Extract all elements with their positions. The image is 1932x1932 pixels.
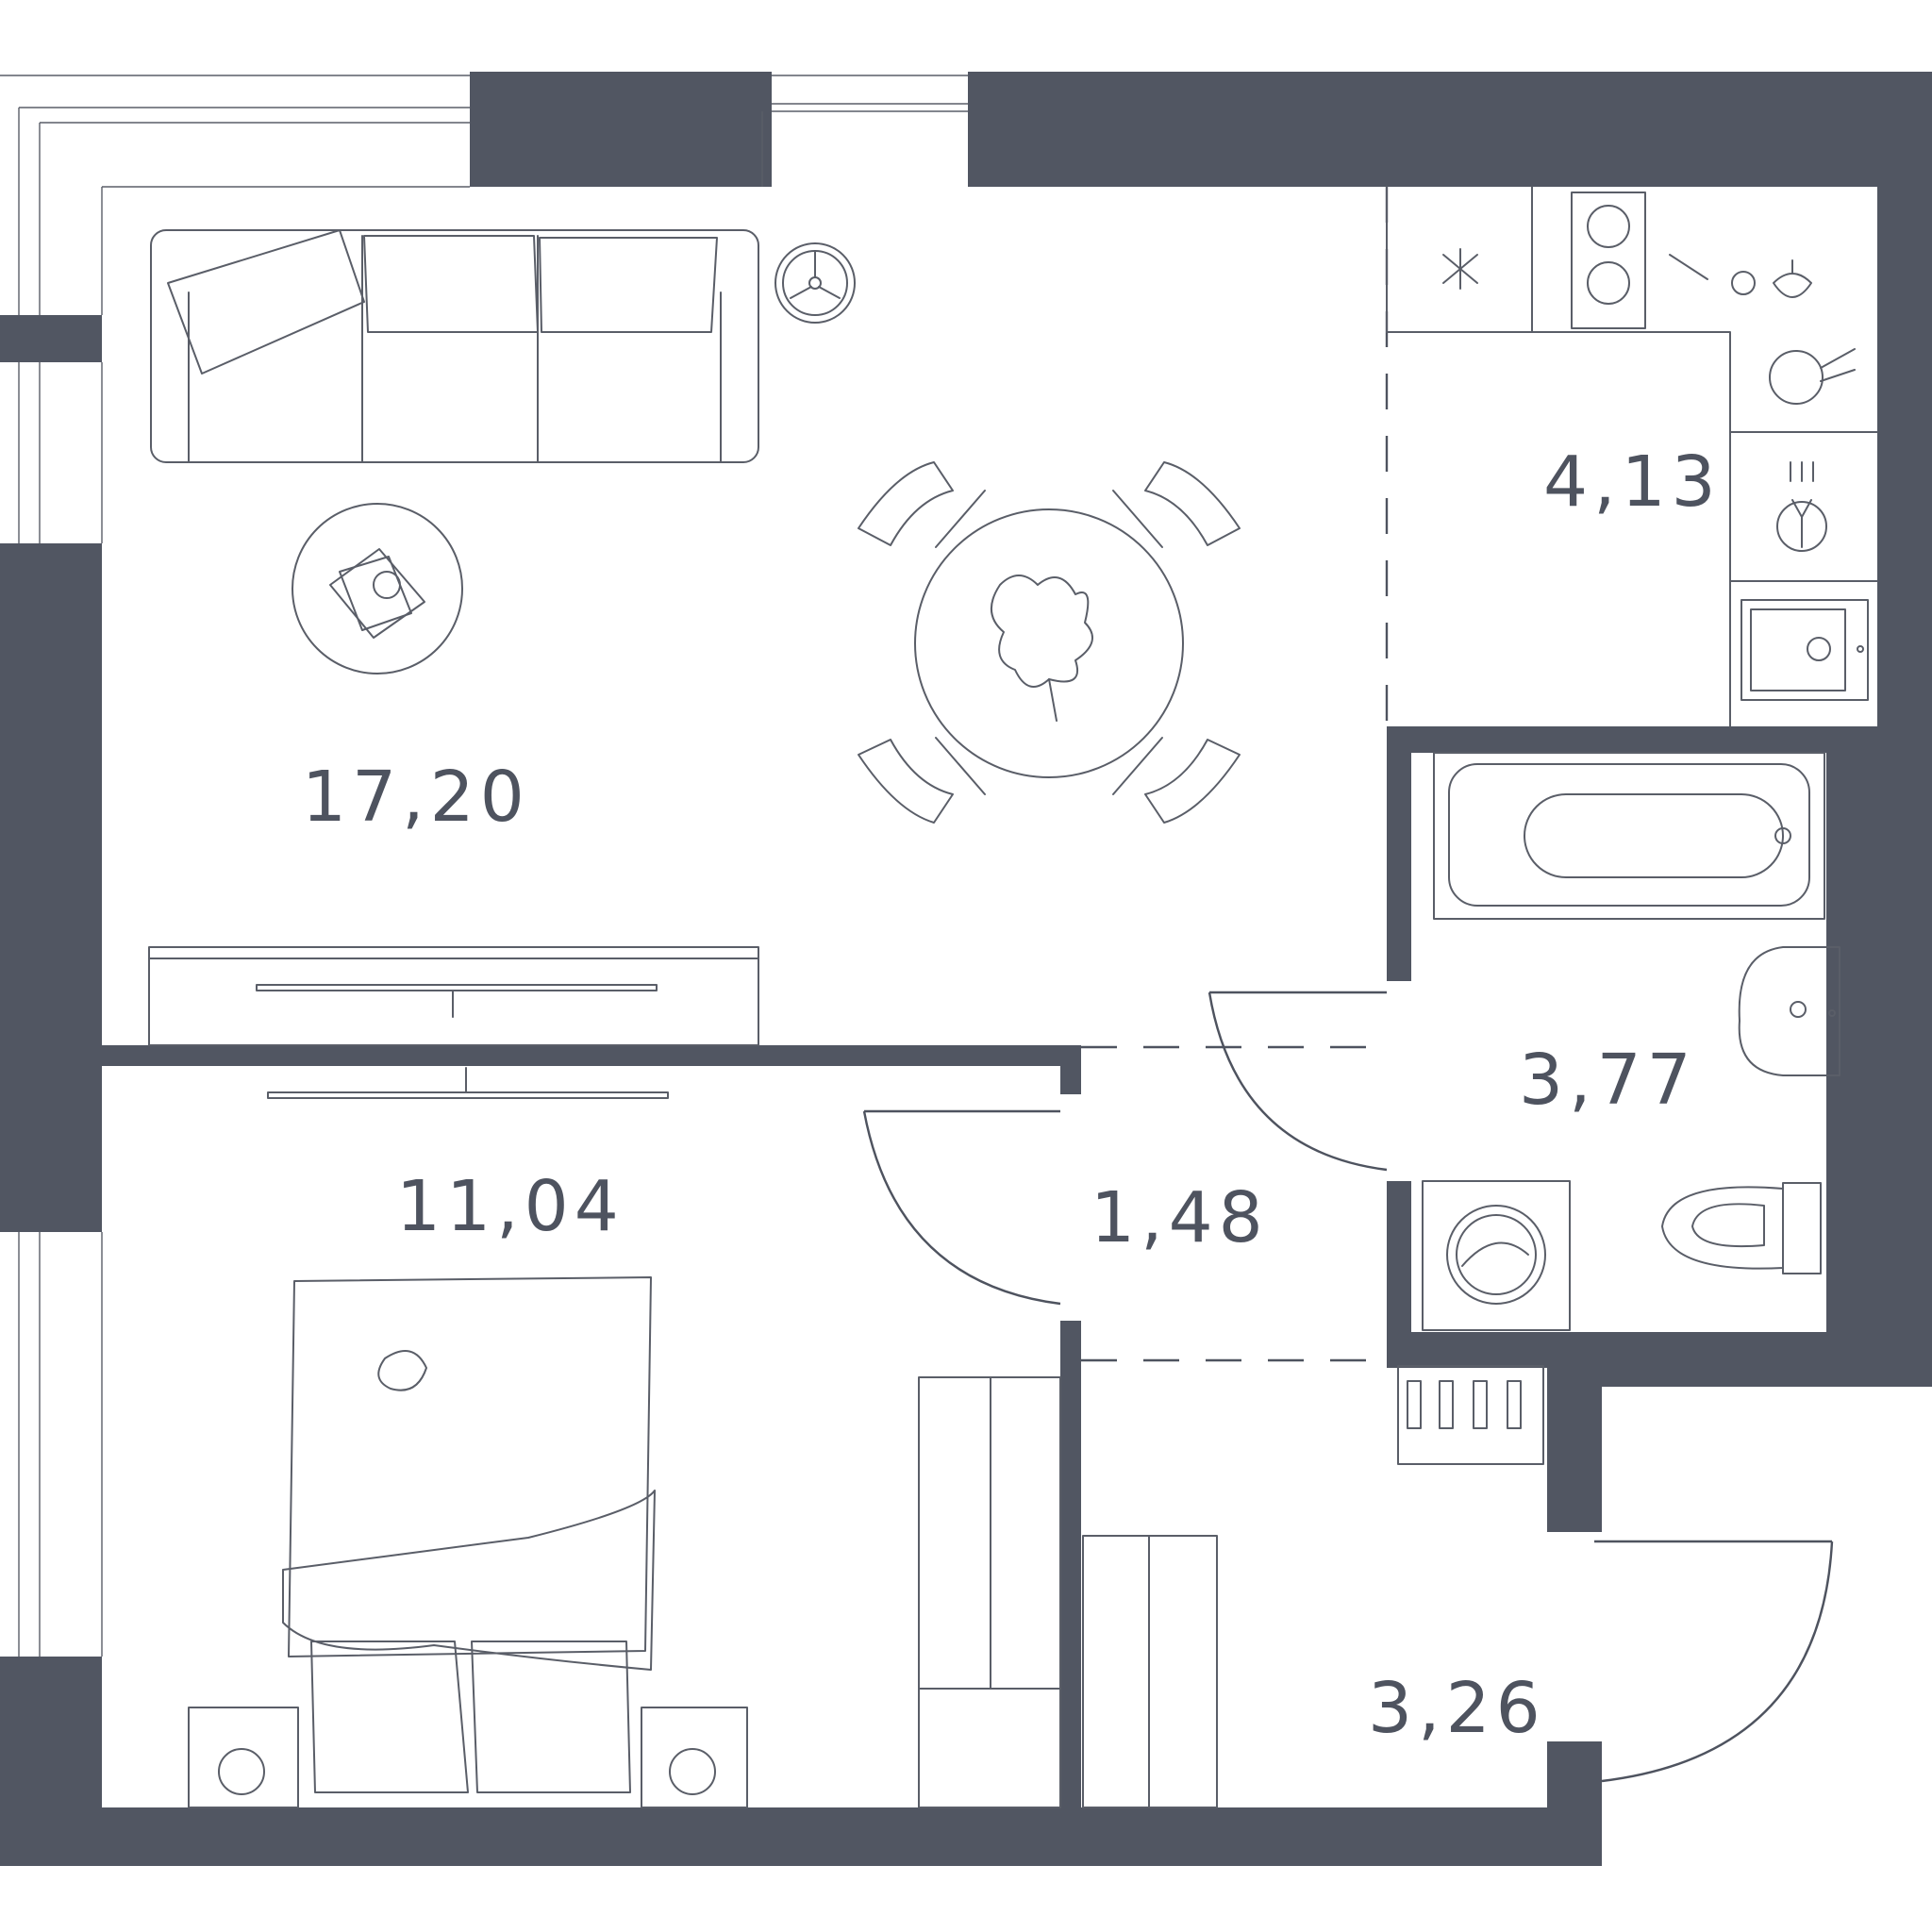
sofa-icon bbox=[150, 229, 759, 463]
room-area-bedroom: 11,04 bbox=[396, 1166, 625, 1247]
window-top-mid bbox=[761, 75, 968, 187]
wardrobe-icon bbox=[918, 1376, 1218, 1808]
bed-icon bbox=[282, 1276, 656, 1793]
shoe-rack-icon bbox=[1397, 1365, 1544, 1465]
wall-left-bottom bbox=[0, 1657, 102, 1866]
windows bbox=[0, 75, 968, 1657]
room-area-hall: 3,26 bbox=[1368, 1668, 1546, 1749]
tv-stand-icon bbox=[148, 946, 759, 1046]
window-corner-1 bbox=[18, 107, 470, 315]
wall-left-mid bbox=[0, 543, 102, 1232]
wall-bath-left-upper bbox=[1387, 726, 1411, 981]
door-bathroom-swing bbox=[1208, 991, 1388, 1172]
room-area-bathroom: 3,77 bbox=[1519, 1040, 1697, 1121]
dining-table-icon bbox=[914, 508, 1184, 778]
room-area-living: 17,20 bbox=[302, 757, 530, 838]
window-corner-2 bbox=[39, 122, 470, 315]
wall-top-left bbox=[470, 72, 772, 187]
door-bedroom-swing bbox=[862, 1109, 1061, 1306]
washing-machine-icon bbox=[1422, 1180, 1571, 1331]
wall-bath-bottom bbox=[1387, 1332, 1600, 1368]
wall-bath-top bbox=[1387, 726, 1879, 753]
floor-lamp-icon bbox=[774, 242, 856, 324]
wall-bedroom-corridor-bottom bbox=[1060, 1321, 1081, 1811]
door-entrance-swing bbox=[1594, 1540, 1834, 1783]
window-left-lower bbox=[18, 1232, 103, 1657]
wall-bottom bbox=[0, 1807, 1602, 1866]
tv-icon bbox=[256, 984, 669, 1099]
wall-right-step bbox=[1547, 1332, 1932, 1387]
fridge-icon bbox=[1442, 248, 1478, 290]
room-area-corridor: 1,48 bbox=[1091, 1177, 1269, 1258]
dining-chair-icon bbox=[858, 461, 1241, 824]
wall-bath-right bbox=[1826, 745, 1879, 1332]
bathtub-icon bbox=[1433, 752, 1825, 920]
washbasin-icon bbox=[1738, 946, 1840, 1076]
coffee-table-icon bbox=[291, 503, 463, 675]
wall-living-bedroom bbox=[102, 1045, 1081, 1066]
wall-right bbox=[1877, 72, 1932, 1387]
wall-bedroom-corridor-top bbox=[1060, 1045, 1081, 1094]
cooktop-icon bbox=[1571, 192, 1856, 405]
toilet-icon bbox=[1661, 1182, 1822, 1274]
sink-icon bbox=[1740, 599, 1869, 701]
doors bbox=[862, 187, 1834, 1783]
room-area-kitchen: 4,13 bbox=[1543, 441, 1722, 523]
wall-bottom-right bbox=[1547, 1741, 1602, 1866]
window-corner-3 bbox=[101, 186, 470, 315]
wall-top-right bbox=[968, 72, 1932, 187]
nightstand-icon bbox=[188, 1707, 748, 1808]
faucet-icon bbox=[1776, 461, 1827, 552]
window-left-upper bbox=[18, 362, 103, 543]
walls bbox=[0, 72, 1932, 1866]
kitchen-counter bbox=[1386, 186, 1878, 727]
wall-left-top bbox=[0, 315, 102, 362]
